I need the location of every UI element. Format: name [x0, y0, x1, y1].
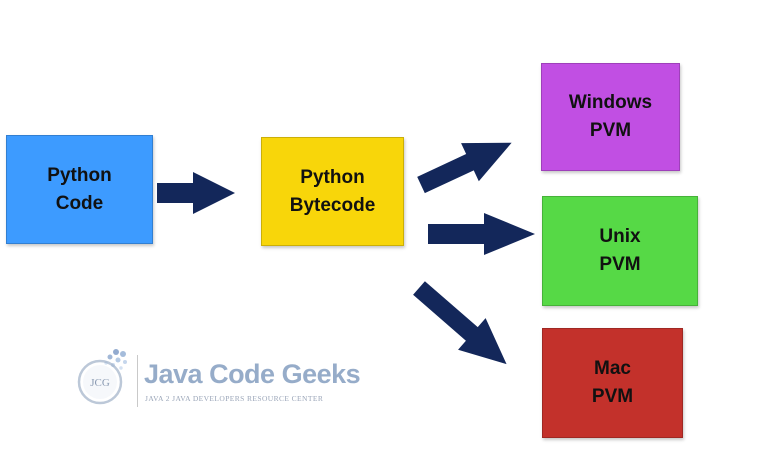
arrow-bytecode-to-mac	[413, 281, 507, 365]
arrow-code-to-bytecode	[157, 172, 235, 214]
mac-pvm-label-line2: PVM	[591, 386, 634, 407]
arrow-bytecode-to-windows	[417, 142, 512, 194]
mac-pvm-label-line1: Mac	[594, 358, 631, 379]
unix-pvm-label-line2: PVM	[599, 254, 641, 275]
jcg-emblem-icon: JCG	[77, 349, 127, 405]
python-bytecode-box: Python Bytecode	[261, 137, 404, 246]
unix-pvm-box: Unix PVM	[542, 196, 698, 306]
svg-text:JCG: JCG	[90, 377, 110, 389]
python-code-label-line1: Python	[47, 164, 112, 186]
python-code-box: Python Code	[6, 135, 153, 244]
unix-pvm-label-line1: Unix	[599, 226, 641, 247]
logo-tagline: JAVA 2 JAVA DEVELOPERS RESOURCE CENTER	[145, 394, 324, 403]
windows-pvm-label-line1: Windows	[568, 92, 653, 113]
windows-pvm-box: Windows PVM	[541, 63, 680, 171]
python-bytecode-label-line2: Bytecode	[289, 194, 376, 216]
python-bytecode-label-line1: Python	[300, 166, 365, 188]
windows-pvm-label-line2: PVM	[589, 120, 632, 141]
logo-divider	[137, 355, 138, 407]
logo-name: Java Code Geeks	[144, 359, 361, 389]
python-code-label-line2: Code	[55, 192, 104, 214]
arrow-bytecode-to-unix	[428, 213, 535, 255]
mac-pvm-box: Mac PVM	[542, 328, 683, 438]
java-code-geeks-logo: JCG Java Code Geeks JAVA 2 JAVA DEVELOPE…	[74, 345, 361, 415]
